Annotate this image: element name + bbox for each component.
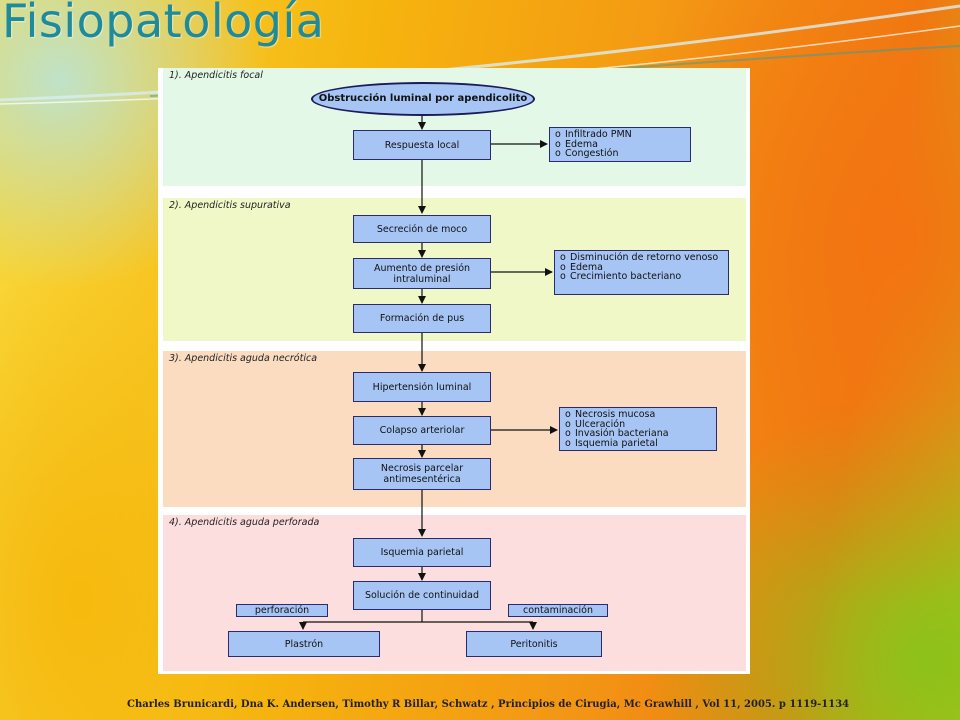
contaminacion-label: contaminación	[508, 604, 608, 617]
formacion-pus-node: Formación de pus	[353, 304, 491, 333]
respuesta-local-node: Respuesta local	[353, 130, 491, 160]
stage-2-label: 2). Apendicitis supurativa	[169, 200, 291, 211]
isquemia-parietal-node: Isquemia parietal	[353, 538, 491, 567]
start-node: Obstrucción luminal por apendicolito	[311, 82, 535, 116]
stage-3-label: 3). Apendicitis aguda necrótica	[169, 353, 318, 364]
hipertension-luminal-node: Hipertensión luminal	[353, 372, 491, 402]
flow-arrows	[299, 115, 558, 630]
citation: Charles Brunicardi, Dna K. Andersen, Tim…	[127, 699, 850, 710]
solucion-continuidad-node: Solución de continuidad	[353, 581, 491, 610]
presion-intraluminal-node: Aumento de presión intraluminal	[353, 258, 491, 289]
colapso-arteriolar-node: Colapso arteriolar	[353, 416, 491, 445]
stage-1-label: 1). Apendicitis focal	[169, 70, 263, 81]
perforacion-label: perforación	[236, 604, 328, 617]
plastron-node: Plastrón	[228, 631, 380, 657]
peritonitis-node: Peritonitis	[466, 631, 602, 657]
necrosis-parcelar-node: Necrosis parcelar antimesentérica	[353, 458, 491, 490]
slide-title: Fisiopatología	[2, 0, 325, 48]
flowchart: 1). Apendicitis focal 2). Apendicitis su…	[158, 68, 750, 674]
stage-4-label: 4). Apendicitis aguda perforada	[169, 517, 320, 528]
secrecion-moco-node: Secreción de moco	[353, 215, 491, 243]
